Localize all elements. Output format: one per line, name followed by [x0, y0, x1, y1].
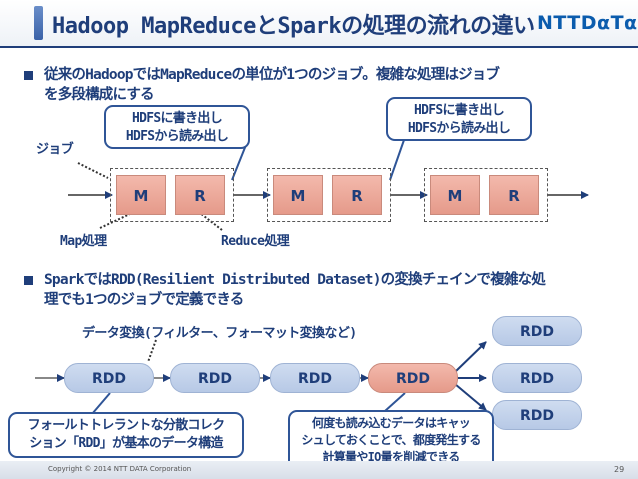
rdd-callout-left-tail [91, 392, 111, 415]
rdd-node-1: RDD [64, 363, 154, 393]
rdd-branch-arrow-3 [454, 383, 487, 411]
bullet-mark-1 [24, 71, 33, 80]
callout-line: ション「RDD」が基本のデータ構造 [29, 436, 223, 451]
rdd-callout-left: フォールトトレラントな分散コレク ション「RDD」が基本のデータ構造 [8, 412, 244, 458]
callout-line: 何度も読み込むデータはキャッ [311, 416, 471, 430]
callout-line: HDFSから読み出し [407, 121, 511, 136]
reduce-label: Reduce処理 [221, 234, 290, 249]
bullet-mapreduce-line1: 従来のHadoopではMapReduceの単位が1つのジョブ。複雑な処理はジョブ [44, 67, 500, 83]
copyright-text: Copyright © 2014 NTT DATA Corporation [48, 465, 192, 473]
rdd-branch-1: RDD [492, 316, 582, 346]
callout-line: HDFSから読み出し [125, 129, 229, 144]
callout-line: HDFSに書き出し [131, 111, 223, 126]
hdfs-callout-left: HDFSに書き出し HDFSから読み出し [104, 105, 250, 149]
transform-label: データ変換(フィルター、フォーマット変換など) [82, 326, 357, 341]
title-bar [0, 0, 638, 46]
reduce-task-3: R [489, 175, 539, 215]
rdd-branch-2: RDD [492, 363, 582, 393]
callout-line: シュしておくことで、都度発生する [301, 433, 481, 447]
map-pointer [99, 212, 133, 229]
rdd-node-cached: RDD [368, 363, 458, 393]
bullet-spark-line1: SparkではRDD(Resilient Distributed Dataset… [44, 272, 546, 288]
job-label: ジョブ [36, 142, 74, 157]
rdd-branch-arrow-1 [454, 341, 487, 373]
reduce-task-2: R [332, 175, 382, 215]
bullet-mark-2 [24, 276, 33, 285]
title-accent-bar [34, 6, 43, 40]
hdfs-callout-right: HDFSに書き出し HDFSから読み出し [386, 97, 532, 141]
callout-line: HDFSに書き出し [413, 103, 505, 118]
job-box-3 [424, 168, 548, 222]
rdd-node-3: RDD [270, 363, 360, 393]
rdd-callout-right-tail [384, 392, 406, 412]
ntt-data-logo: NTTDαTα [537, 12, 638, 34]
job-box-1 [110, 168, 234, 222]
transform-pointer [147, 339, 157, 363]
job-pointer [77, 162, 109, 179]
page-title: Hadoop MapReduceとSparkの処理の流れの違い [52, 14, 535, 39]
rdd-node-2: RDD [170, 363, 260, 393]
map-task-1: M [116, 175, 166, 215]
rdd-branch-3: RDD [492, 400, 582, 430]
callout-line: 計算量やIO量を削減できる [322, 450, 460, 464]
page-number: 29 [614, 465, 625, 474]
map-task-3: M [430, 175, 480, 215]
callout-line: フォールトトレラントな分散コレク [27, 418, 226, 433]
job-box-2 [267, 168, 391, 222]
bullet-spark-line2: 理でも1つのジョブで定義できる [44, 292, 244, 308]
map-label: Map処理 [60, 234, 107, 249]
map-task-2: M [273, 175, 323, 215]
footer-bar [0, 461, 638, 479]
bullet-mapreduce-line2: を多段構成にする [44, 87, 155, 103]
callout-right-tail [389, 139, 405, 181]
reduce-task-1: R [175, 175, 225, 215]
title-rule [0, 46, 638, 48]
